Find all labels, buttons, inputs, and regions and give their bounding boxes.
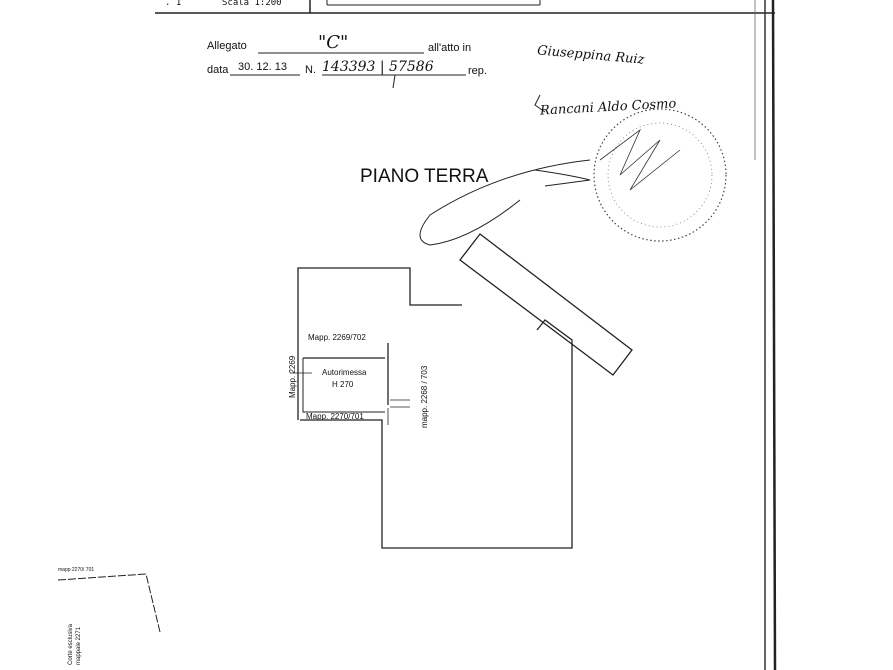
inset-label-top: mapp 2270/ 701 bbox=[58, 567, 95, 573]
allegato-value: "C" bbox=[318, 32, 349, 53]
mapp-top-label: Mapp. 2269/702 bbox=[308, 333, 366, 342]
mapp-right-label: mapp. 2268 / 703 bbox=[420, 365, 429, 428]
number-value: 143393 | 57586 bbox=[322, 59, 434, 75]
signature-flourish bbox=[419, 94, 591, 246]
floor-plan bbox=[290, 233, 633, 549]
room-name: Autorimessa bbox=[322, 368, 367, 377]
rep-label: rep. bbox=[468, 65, 487, 77]
inset-label-vertical-2: mappale 2271 bbox=[76, 626, 82, 665]
data-value: 30. 12. 13 bbox=[238, 61, 287, 73]
act-label: all'atto in bbox=[428, 42, 472, 54]
allegato-label: Allegato bbox=[207, 40, 247, 52]
room-height: H 270 bbox=[332, 380, 354, 389]
inset-label-vertical-1: Corte esclusiva bbox=[68, 623, 74, 665]
number-label: N. bbox=[305, 64, 316, 76]
mapp-left-label: Mapp. 2269 bbox=[288, 355, 297, 398]
scale-label: Scala 1:200 bbox=[222, 0, 282, 8]
notary-stamp bbox=[593, 108, 727, 242]
mapp-bottom-label: Mapp. 2270/701 bbox=[306, 412, 364, 421]
plan-title: PIANO TERRA bbox=[360, 166, 489, 187]
data-label: data bbox=[207, 64, 229, 76]
sheet-number: . 1 bbox=[165, 0, 182, 8]
inset-plot bbox=[57, 573, 161, 633]
